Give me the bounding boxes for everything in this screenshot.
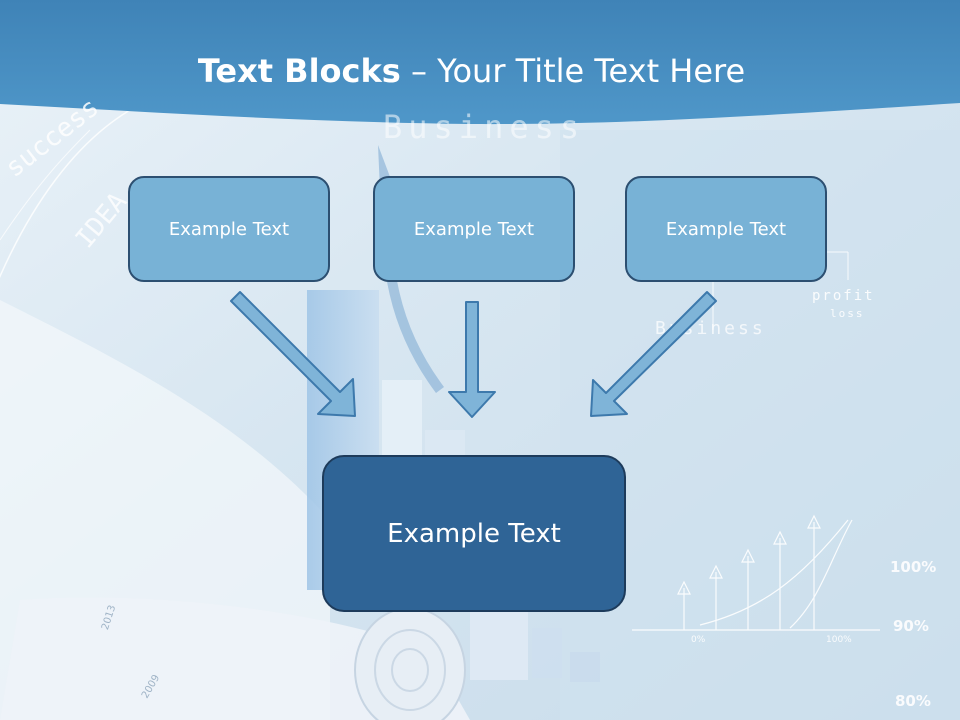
bg-business-top: Business bbox=[383, 108, 586, 146]
arrow-right bbox=[590, 291, 717, 417]
bg-percent-100: 100% bbox=[890, 558, 937, 576]
text-block-main[interactable]: Example Text bbox=[322, 455, 626, 612]
bg-loss: loss bbox=[830, 307, 865, 320]
bg-percent-80: 80% bbox=[895, 692, 931, 710]
text-block-3-label: Example Text bbox=[665, 218, 787, 240]
bg-percent-90: 90% bbox=[893, 617, 929, 635]
arrow-left bbox=[230, 291, 356, 417]
title-rest: – Your Title Text Here bbox=[400, 52, 746, 90]
text-block-1[interactable]: Example Text bbox=[128, 176, 330, 282]
arrow-center bbox=[448, 301, 496, 418]
text-block-2[interactable]: Example Text bbox=[373, 176, 575, 282]
slide-title: Text Blocks – Your Title Text Here bbox=[0, 52, 943, 90]
title-bold: Text Blocks bbox=[197, 52, 401, 90]
text-block-1-label: Example Text bbox=[168, 218, 290, 240]
bg-axis-100: 100% bbox=[826, 635, 852, 645]
bg-profit: profit bbox=[812, 288, 875, 304]
bg-axis-0: 0% bbox=[691, 635, 706, 645]
text-block-2-label: Example Text bbox=[413, 218, 535, 240]
text-block-3[interactable]: Example Text bbox=[625, 176, 827, 282]
text-block-main-label: Example Text bbox=[387, 518, 561, 549]
